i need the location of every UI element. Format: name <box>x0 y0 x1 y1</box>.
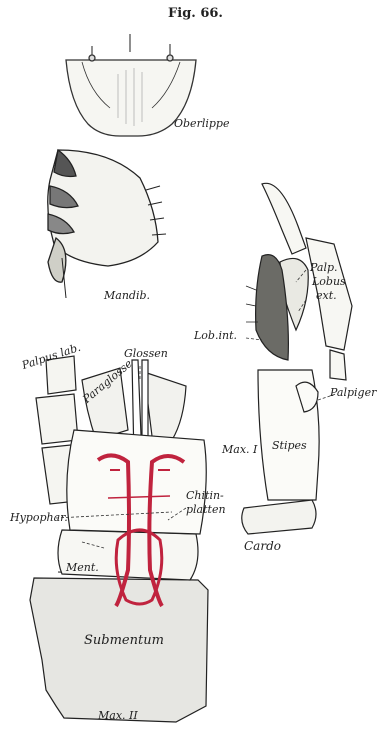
label-ext: ext. <box>316 290 337 301</box>
label-submentum: Submentum <box>84 634 164 647</box>
label-palpiger: Palpiger <box>330 387 376 398</box>
label-platten: platten <box>186 504 226 515</box>
label-lob-int: Lob.int. <box>194 330 237 341</box>
label-hypophar: Hypophar. <box>10 512 68 523</box>
maxilla-i-drawing <box>242 183 352 534</box>
label-ment: Ment. <box>66 562 99 573</box>
label-cardo: Cardo <box>244 540 281 552</box>
label-stipes: Stipes <box>272 440 307 451</box>
label-lobus: Lobus <box>312 276 346 287</box>
label-mandib: Mandib. <box>104 290 150 301</box>
label-max-ii: Max. II <box>98 710 138 721</box>
label-max-i: Max. I <box>222 444 257 455</box>
label-palp: Palp. <box>310 262 338 273</box>
labium-drawing <box>30 356 208 722</box>
label-oberlippe: Oberlippe <box>174 118 229 129</box>
label-chitin: Chitin- <box>186 490 224 501</box>
label-glossen: Glossen <box>124 348 168 359</box>
mandible-drawing <box>48 150 166 298</box>
